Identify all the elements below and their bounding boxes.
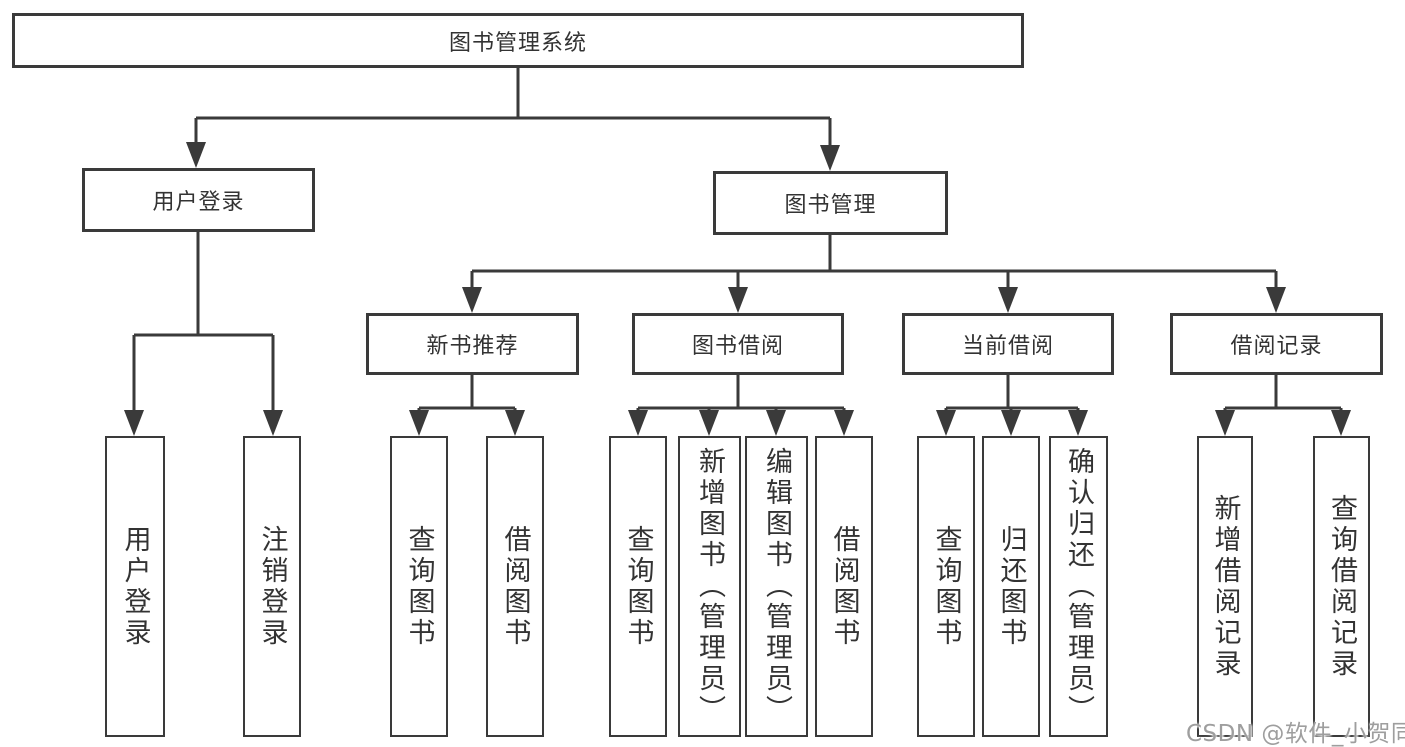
node-borrowing-records: 借阅记录 [1170, 313, 1383, 375]
leaf-user-login: 用户登录 [105, 436, 165, 737]
leaf-return-books-label: 归还图书 [995, 524, 1027, 649]
node-root: 图书管理系统 [12, 13, 1024, 68]
leaf-borrow-books-recommend: 借阅图书 [486, 436, 544, 737]
node-new-book-recommend-label: 新书推荐 [426, 334, 519, 359]
leaf-add-borrow-record: 新增借阅记录 [1197, 436, 1253, 737]
leaf-edit-book-admin: 编辑图书（管理员） [745, 436, 808, 737]
leaf-query-books-recommend: 查询图书 [390, 436, 448, 737]
leaf-query-borrow-record: 查询借阅记录 [1313, 436, 1370, 737]
node-current-borrowing: 当前借阅 [902, 313, 1114, 375]
node-borrowing-records-label: 借阅记录 [1230, 334, 1323, 359]
leaf-query-books-current-label: 查询图书 [930, 524, 962, 649]
leaf-confirm-return-admin-label: 确认归还（管理员） [1063, 447, 1094, 726]
leaf-edit-book-admin-label: 编辑图书（管理员） [761, 447, 792, 726]
leaf-user-login-label: 用户登录 [119, 524, 151, 649]
node-book-management-label: 图书管理 [784, 193, 877, 218]
leaf-return-books: 归还图书 [982, 436, 1040, 737]
node-user-login-label: 用户登录 [152, 190, 245, 215]
leaf-confirm-return-admin: 确认归还（管理员） [1049, 436, 1108, 737]
leaf-add-book-admin-label: 新增图书（管理员） [694, 447, 725, 726]
node-current-borrowing-label: 当前借阅 [961, 334, 1054, 359]
leaf-borrow-books-label: 借阅图书 [828, 524, 860, 649]
node-new-book-recommend: 新书推荐 [366, 313, 579, 375]
node-user-login: 用户登录 [82, 168, 315, 232]
leaf-query-books-current: 查询图书 [917, 436, 975, 737]
leaf-add-book-admin: 新增图书（管理员） [678, 436, 741, 737]
leaf-logout: 注销登录 [243, 436, 301, 737]
csdn-watermark: CSDN @软件_小贺同学 [1186, 721, 1405, 747]
leaf-query-books-borrow: 查询图书 [609, 436, 667, 737]
node-root-label: 图书管理系统 [448, 30, 587, 56]
leaf-logout-label: 注销登录 [256, 524, 288, 649]
node-book-borrowing: 图书借阅 [632, 313, 844, 375]
leaf-borrow-books: 借阅图书 [815, 436, 873, 737]
leaf-query-books-recommend-label: 查询图书 [403, 524, 435, 649]
leaf-query-borrow-record-label: 查询借阅记录 [1326, 493, 1357, 680]
node-book-borrowing-label: 图书借阅 [691, 334, 784, 359]
leaf-add-borrow-record-label: 新增借阅记录 [1209, 493, 1241, 680]
node-book-management: 图书管理 [713, 171, 948, 235]
leaf-query-books-borrow-label: 查询图书 [622, 524, 654, 649]
leaf-borrow-books-recommend-label: 借阅图书 [499, 524, 531, 649]
